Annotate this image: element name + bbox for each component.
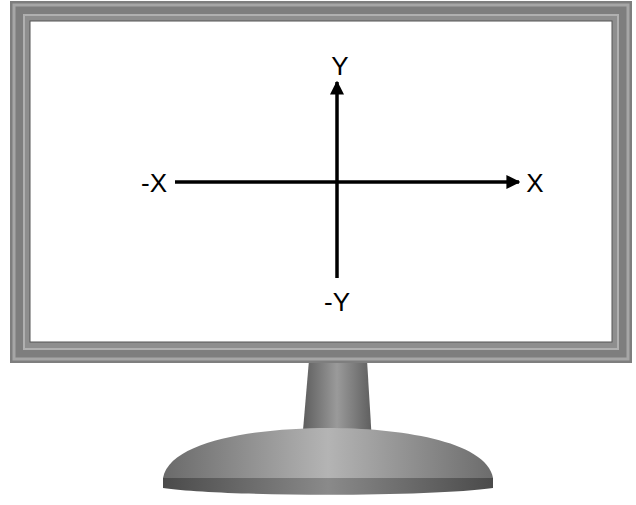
stand-base: [163, 428, 493, 478]
frame-bevel: [14, 5, 628, 359]
x-axis: [175, 180, 519, 184]
axis-label-holder: Y: [331, 53, 348, 79]
axis-label-holder: X: [526, 170, 543, 196]
screen: [30, 21, 612, 342]
stand-base-rim: [163, 478, 493, 495]
axis-label-holder: -X: [141, 170, 167, 196]
axis-label: -X: [141, 168, 167, 198]
axis-label-holder: -Y: [324, 289, 350, 315]
monitor-frame: [10, 1, 632, 363]
axis-label: -Y: [324, 287, 350, 317]
frame-inner: [24, 15, 618, 349]
axis-label: Y: [331, 51, 348, 81]
y-axis: [335, 82, 339, 278]
axis-label: X: [526, 168, 543, 198]
